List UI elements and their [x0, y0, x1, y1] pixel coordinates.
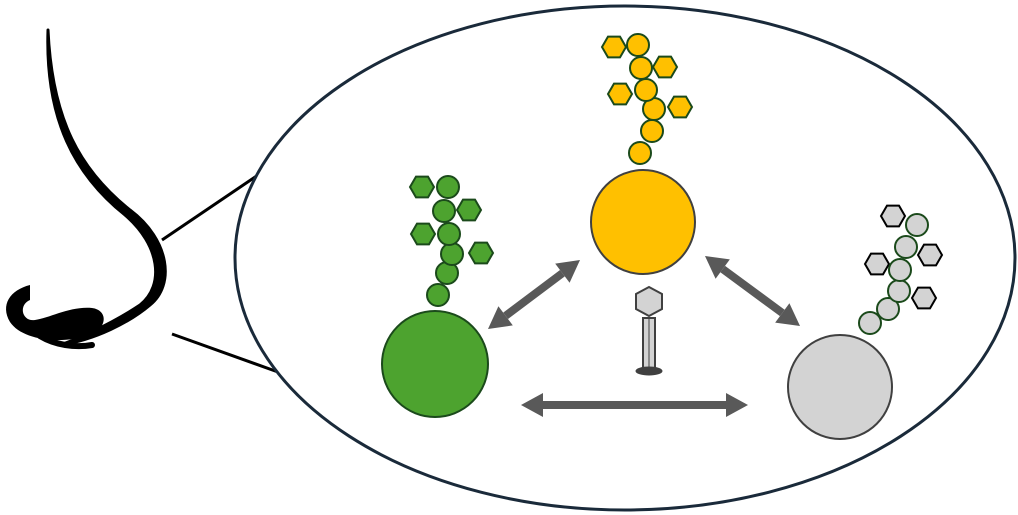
glycan-bead-gray-4	[894, 235, 918, 259]
glycan-bead-green-2	[440, 242, 464, 266]
glycan-hexagon-gray-1	[863, 252, 891, 276]
arrow-head-end-green-yellow	[555, 260, 580, 283]
glycan-bead-gray-1	[876, 297, 900, 321]
callout-lines	[161, 173, 279, 374]
arrow-head-start-yellow-gray	[705, 256, 730, 279]
glycan-bead-yellow-1	[640, 119, 664, 143]
cells-layer	[381, 33, 944, 440]
cell-body-green	[381, 310, 489, 418]
arrow-head-end-yellow-gray	[775, 303, 800, 326]
glycan-bead-yellow-3	[634, 78, 658, 102]
arrow-yellow-gray	[705, 256, 800, 326]
glycan-hexagon-yellow-2	[606, 82, 634, 106]
bacteriophage-icon	[635, 285, 663, 376]
glycan-hexagon-yellow-3	[666, 95, 694, 119]
glycan-bead-yellow-0	[628, 141, 652, 165]
glycan-hexagon-yellow-1	[651, 55, 679, 79]
arrow-head-end-green-gray	[726, 393, 748, 417]
glycan-bead-gray-3	[888, 258, 912, 282]
cell-gray	[787, 204, 944, 440]
glycan-hexagon-yellow-0	[600, 35, 628, 59]
glycan-hexagon-gray-0	[879, 204, 907, 228]
glycan-hexagon-gray-2	[916, 243, 944, 267]
glycan-bead-green-3	[437, 222, 461, 246]
glycan-bead-gray-5	[905, 213, 929, 237]
nose-icon	[6, 28, 167, 350]
glycan-hexagon-gray-3	[910, 286, 938, 310]
glycan-hexagon-green-2	[409, 222, 437, 246]
cell-green	[381, 175, 495, 418]
cell-body-yellow	[590, 169, 696, 275]
arrow-head-start-green-gray	[521, 393, 543, 417]
glycan-bead-green-5	[436, 175, 460, 199]
glycan-bead-green-0	[426, 283, 450, 307]
glycan-hexagon-green-0	[408, 175, 436, 199]
interaction-arrows	[488, 256, 800, 417]
arrow-shaft-green-yellow	[503, 270, 565, 319]
cell-body-gray	[787, 334, 893, 440]
glycan-bead-yellow-5	[626, 33, 650, 57]
glycan-bead-green-4	[432, 199, 456, 223]
arrow-green-yellow	[488, 260, 580, 329]
glycan-hexagon-green-3	[467, 241, 495, 265]
arrow-green-gray	[521, 393, 748, 417]
arrow-head-start-green-yellow	[488, 306, 513, 329]
glycan-hexagon-green-1	[455, 198, 483, 222]
glycan-bead-yellow-4	[629, 56, 653, 80]
glycan-bead-gray-2	[887, 279, 911, 303]
glycan-bead-gray-0	[858, 311, 882, 335]
arrow-shaft-yellow-gray	[720, 265, 785, 317]
cell-yellow	[590, 33, 696, 275]
